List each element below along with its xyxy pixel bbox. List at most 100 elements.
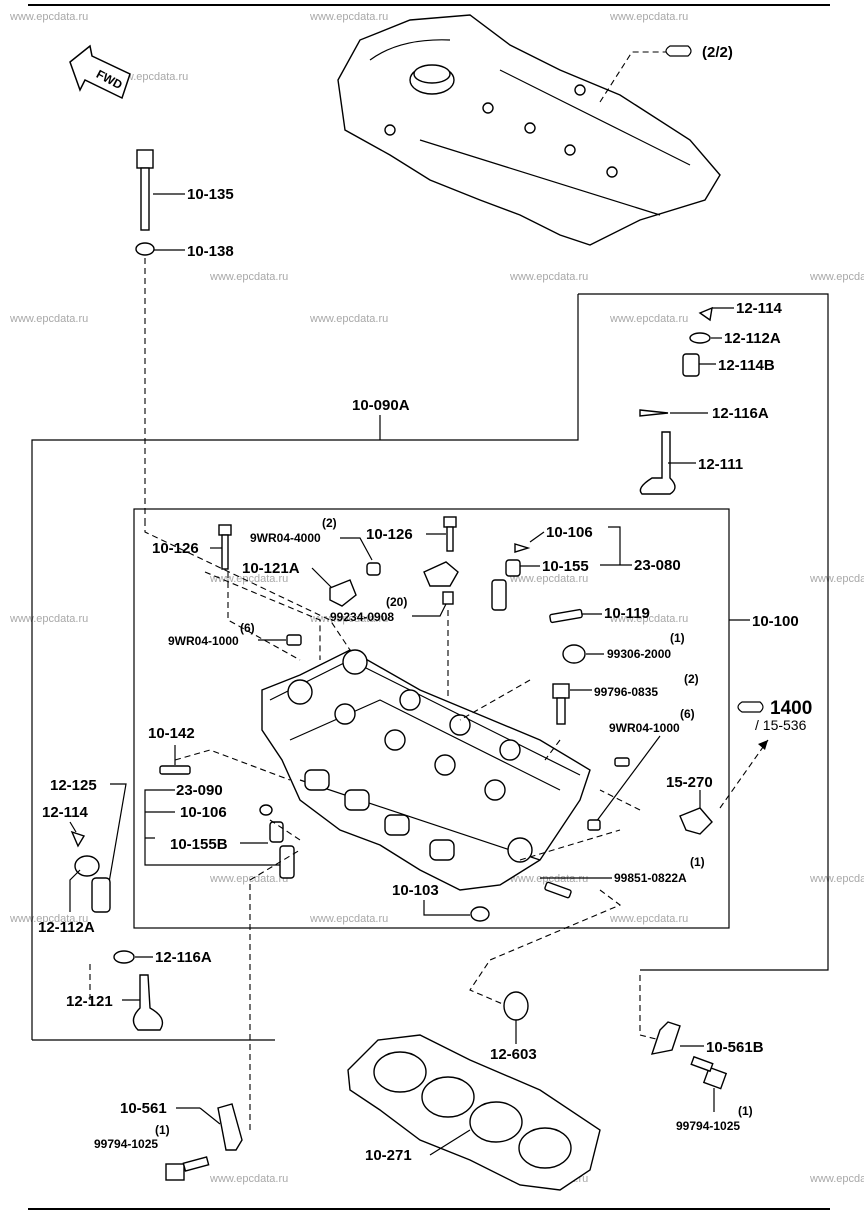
label-10-100: 10-100 (752, 613, 799, 630)
label-10-090A: 10-090A (352, 397, 410, 414)
label-9WR04-4000: 9WR04-4000 (250, 531, 321, 545)
qty-99306: (1) (670, 631, 685, 645)
stud-10-142 (159, 765, 191, 775)
svg-text:www.epcdata.ru: www.epcdata.ru (609, 313, 688, 325)
label-10-271: 10-271 (365, 1147, 412, 1164)
label-12-125: 12-125 (50, 777, 97, 794)
label-99306-2000: 99306-2000 (607, 647, 671, 661)
pointing-hand-icon-2 (737, 701, 764, 713)
plug-9WR04-1000-right (614, 757, 630, 767)
svg-text:www.epcdata.ru: www.epcdata.ru (9, 913, 88, 925)
plug-9WR04-4000 (366, 562, 381, 576)
reference-1400-sub: / 15-536 (755, 717, 807, 733)
outline-10-090A (31, 293, 829, 1041)
cap-10-126 (423, 561, 459, 587)
reference-1400: 1400 / 15-536 (719, 698, 812, 809)
svg-text:www.epcdata.ru: www.epcdata.ru (809, 573, 864, 585)
retainer-12-112A-left (74, 855, 100, 877)
plug-10-103 (470, 906, 490, 922)
seat-12-116A-left (113, 950, 135, 964)
label-10-135: 10-135 (187, 186, 234, 203)
label-10-126-left: 10-126 (152, 540, 199, 557)
label-10-155B: 10-155B (170, 836, 228, 853)
guide-10-155B (269, 821, 284, 843)
svg-text:www.epcdata.ru: www.epcdata.ru (309, 11, 388, 23)
label-99234-0908: 99234-0908 (330, 610, 394, 624)
sensor-15-270 (679, 790, 713, 835)
qty-99851: (1) (690, 855, 705, 869)
stud-99851-0822A (544, 881, 572, 899)
svg-text:www.epcdata.ru: www.epcdata.ru (609, 11, 688, 23)
plug-9WR04-1000-left (286, 634, 302, 646)
label-10-142: 10-142 (148, 725, 195, 742)
svg-text:www.epcdata.ru: www.epcdata.ru (209, 873, 288, 885)
fwd-arrow-icon: FWD (69, 44, 131, 100)
plug-99306-2000 (562, 644, 586, 664)
label-12-112A-left: 12-112A (38, 919, 95, 936)
qty-99234: (20) (386, 595, 407, 609)
qty-9WR04-4000: (2) (322, 516, 337, 530)
guide-10-155 (505, 559, 521, 577)
valve-spring-parts-right (639, 306, 734, 495)
label-12-114B: 12-114B (718, 357, 775, 374)
label-12-603: 12-603 (490, 1046, 537, 1063)
bolt-10-135 (136, 149, 185, 231)
label-99794-1025-right: 99794-1025 (676, 1119, 740, 1133)
head-bolt-10-126-left (210, 524, 232, 570)
label-10-106-top: 10-106 (546, 524, 593, 541)
keeper-12-114-left (70, 830, 86, 848)
svg-text:www.epcdata.ru: www.epcdata.ru (509, 271, 588, 283)
label-12-114-left: 12-114 (42, 804, 89, 821)
svg-text:www.epcdata.ru: www.epcdata.ru (509, 573, 588, 585)
svg-text:www.epcdata.ru: www.epcdata.ru (309, 913, 388, 925)
reference-1400-label: 1400 (770, 698, 812, 719)
bolt-99794-1025-right (702, 1066, 728, 1090)
valve-12-121 (132, 974, 164, 1031)
label-10-126-mid: 10-126 (366, 526, 413, 543)
seal-10-106 (514, 543, 531, 553)
seal-10-106-left (259, 804, 273, 816)
label-10-106-left: 10-106 (180, 804, 227, 821)
label-9WR04-1000-right: 9WR04-1000 (609, 721, 680, 735)
svg-text:www.epcdata.ru: www.epcdata.ru (309, 613, 388, 625)
label-12-116A-left: 12-116A (155, 949, 212, 966)
svg-text:www.epcdata.ru: www.epcdata.ru (609, 613, 688, 625)
head-gasket-10-271 (347, 1034, 601, 1191)
svg-text:www.epcdata.ru: www.epcdata.ru (809, 1173, 864, 1185)
svg-text:www.epcdata.ru: www.epcdata.ru (9, 613, 88, 625)
label-10-561B: 10-561B (706, 1039, 764, 1056)
bracket-10-561B (650, 1021, 681, 1055)
label-10-121A: 10-121A (242, 560, 300, 577)
label-10-103: 10-103 (392, 882, 439, 899)
qty-99794-right: (1) (738, 1104, 753, 1118)
label-99794-1025-left: 99794-1025 (94, 1137, 158, 1151)
label-15-270: 15-270 (666, 774, 713, 791)
cylinder-head-cover (337, 14, 721, 246)
bolt-99796-0835-head (552, 683, 570, 699)
label-99851-0822A: 99851-0822A (614, 871, 687, 885)
label-99796-0835: 99796-0835 (594, 685, 658, 699)
label-12-111: 12-111 (698, 456, 743, 473)
bolt-99794-1025-left (165, 1163, 185, 1181)
nut-99234-0908 (442, 591, 454, 605)
plug-9WR04-1000-lower (587, 819, 601, 831)
reference-2-2: (2/2) (599, 44, 733, 103)
label-9WR04-1000-left: 9WR04-1000 (168, 634, 239, 648)
label-23-090: 23-090 (176, 782, 223, 799)
svg-text:www.epcdata.ru: www.epcdata.ru (309, 313, 388, 325)
svg-text:www.epcdata.ru: www.epcdata.ru (9, 313, 88, 325)
label-10-119: 10-119 (604, 605, 650, 622)
bracket-10-561 (217, 1103, 243, 1151)
svg-text:www.epcdata.ru: www.epcdata.ru (9, 11, 88, 23)
label-12-116A-top: 12-116A (712, 405, 769, 422)
svg-text:www.epcdata.ru: www.epcdata.ru (809, 873, 864, 885)
cylinder-head (261, 649, 591, 891)
svg-text:www.epcdata.ru: www.epcdata.ru (809, 271, 864, 283)
reference-2-2-label: (2/2) (702, 44, 733, 61)
box-10-100 (133, 508, 730, 929)
watermarks: www.epcdata.ru www.epcdata.ru www.epcdat… (9, 11, 864, 1185)
svg-text:www.epcdata.ru: www.epcdata.ru (609, 913, 688, 925)
bracket-10-121A (329, 579, 357, 607)
